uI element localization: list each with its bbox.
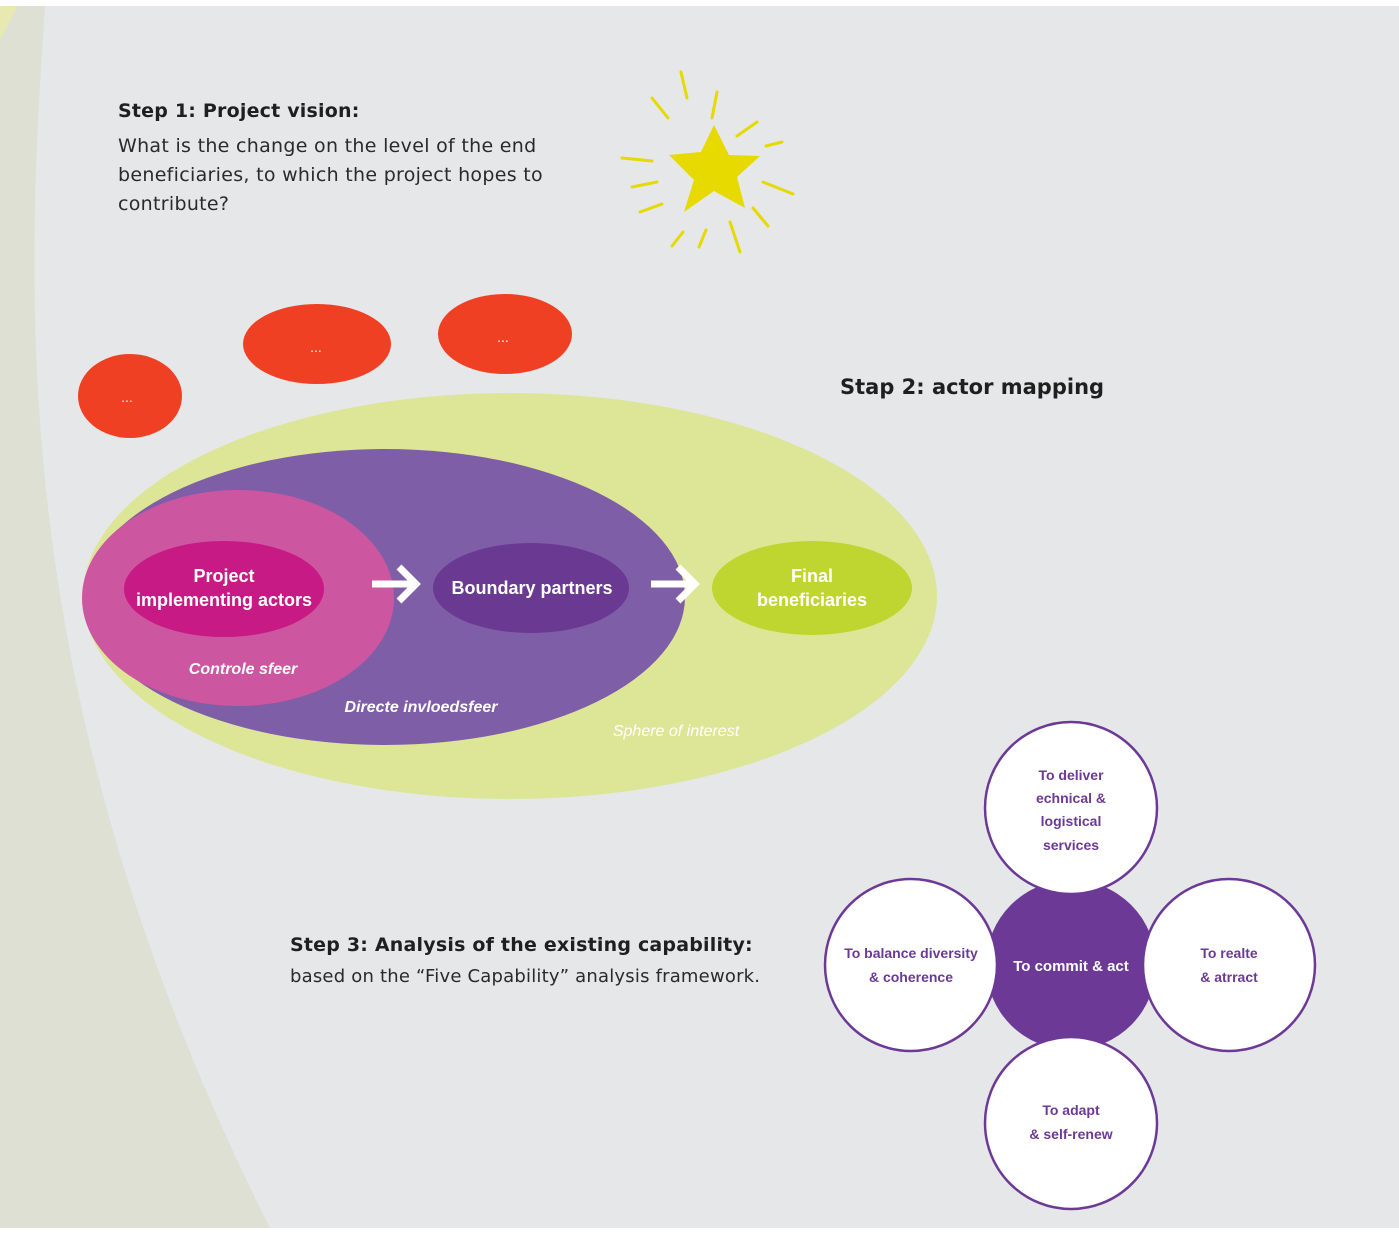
red-bubble-3-label: ...: [497, 329, 509, 345]
direct-sphere-label: Directe invloedsfeer: [345, 699, 499, 716]
star-icon: [620, 70, 795, 254]
capability-left-line-2: & coherence: [869, 969, 953, 985]
step2-heading: Stap 2: actor mapping: [840, 375, 1105, 399]
left-band: [0, 6, 270, 1228]
red-bubble-1-label: ...: [121, 389, 133, 405]
star-shape: [669, 125, 760, 212]
step1-heading: Step 1: Project vision:: [118, 100, 360, 122]
red-bubble-2: [243, 304, 391, 384]
capability-center: [986, 880, 1156, 1050]
capability-bottom-line-1: To adapt: [1042, 1102, 1100, 1118]
capability-left-line-1: To balance diversity: [844, 945, 978, 961]
step3-body: based on the “Five Capability” analysis …: [290, 966, 761, 987]
arrow-right-icon: [372, 564, 421, 604]
red-bubble-3: [438, 294, 572, 374]
capability-right-line-2: & atrract: [1200, 969, 1258, 985]
red-bubble-2-label: ...: [310, 339, 322, 355]
capability-top-line-1: To deliver: [1038, 767, 1104, 783]
control-sphere-label: Controle sfeer: [189, 661, 298, 678]
boundary-node-label: Boundary partners: [451, 578, 612, 598]
final-node-label-2: beneficiaries: [757, 590, 867, 610]
capability-top-line-2: echnical &: [1036, 790, 1106, 806]
project-node-label-1: Project: [193, 566, 254, 586]
capability-framework: To commit & act To deliver echnical & lo…: [823, 720, 1317, 1211]
arrow-right-icon: [651, 564, 700, 604]
capability-top-line-3: logistical: [1041, 813, 1102, 829]
capability-top: [983, 720, 1159, 896]
capability-center-label: To commit & act: [1013, 958, 1129, 975]
capability-bottom: [983, 1035, 1159, 1211]
boundary-node: [433, 543, 629, 633]
capability-left: [823, 877, 999, 1053]
capability-right: [1141, 877, 1317, 1053]
final-node-label-1: Final: [791, 566, 833, 586]
step3-heading: Step 3: Analysis of the existing capabil…: [290, 934, 753, 956]
red-bubble-1: [78, 354, 182, 438]
project-node-label-2: implementing actors: [136, 590, 312, 610]
capability-bottom-line-2: & self-renew: [1029, 1126, 1112, 1142]
interest-sphere-label: Sphere of interest: [613, 723, 740, 740]
project-node: [124, 541, 324, 637]
step1-body: What is the change on the level of the e…: [118, 135, 543, 215]
capability-top-line-4: services: [1043, 837, 1099, 853]
capability-right-line-1: To realte: [1200, 945, 1258, 961]
final-node: [712, 541, 912, 635]
corner-accent: [0, 6, 18, 40]
